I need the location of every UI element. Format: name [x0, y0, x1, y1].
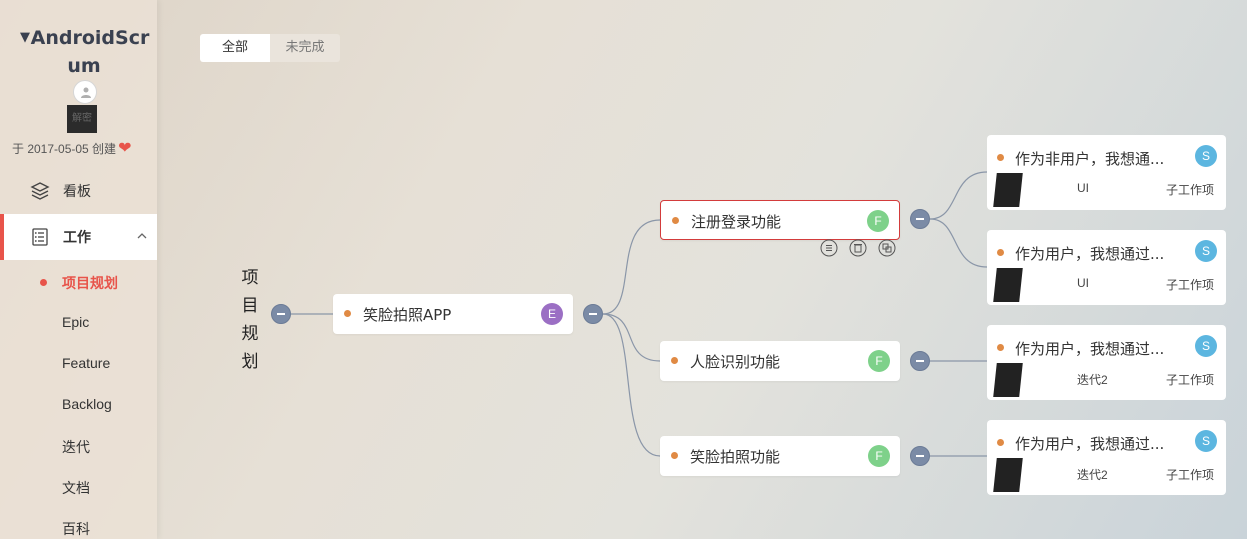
- node-dot: [997, 439, 1004, 446]
- chevron-up-icon[interactable]: [136, 230, 148, 242]
- collapse-level1-button[interactable]: [583, 304, 603, 324]
- layers-icon: [30, 182, 50, 200]
- leaf-story-4[interactable]: 作为用户，我想通过... S 迭代2 子工作项: [987, 420, 1226, 495]
- active-dot: [40, 279, 47, 286]
- feature-badge: F: [868, 350, 890, 372]
- node-dot: [671, 357, 678, 364]
- sub-item-project-planning[interactable]: 项目规划: [0, 261, 157, 302]
- sub-item-epic[interactable]: Epic: [62, 314, 90, 330]
- user-icon: [81, 87, 91, 98]
- avatar[interactable]: [73, 80, 97, 104]
- caret-down-icon[interactable]: ▼: [20, 30, 30, 45]
- sub-item-feature[interactable]: Feature: [62, 355, 111, 371]
- leaf-story-1[interactable]: 作为非用户，我想通... S UI 子工作项: [987, 135, 1226, 210]
- collapse-register-login-button[interactable]: [910, 209, 930, 229]
- node-level1[interactable]: 笑脸拍照APP E: [333, 294, 573, 334]
- sub-item-backlog[interactable]: Backlog: [62, 396, 112, 412]
- filter-tabs: 全部 未完成: [200, 34, 340, 62]
- node-dot: [997, 154, 1004, 161]
- redacted-assignee: [993, 268, 1023, 302]
- list-icon[interactable]: [820, 239, 838, 257]
- delete-icon[interactable]: [849, 239, 867, 257]
- epic-badge: E: [541, 303, 563, 325]
- node-dot: [344, 310, 351, 317]
- sub-item-iteration[interactable]: 迭代: [62, 439, 90, 455]
- tab-incomplete[interactable]: 未完成: [270, 34, 340, 62]
- redacted-assignee: [993, 363, 1023, 397]
- sub-item-wiki[interactable]: 百科: [62, 521, 90, 537]
- collapse-smile-photo-button[interactable]: [910, 446, 930, 466]
- story-badge: S: [1195, 240, 1217, 262]
- list-document-icon: [32, 228, 48, 246]
- sidebar: ▼ AndroidScrum 解密 于 2017-05-05 创建❤ 看板: [0, 0, 157, 539]
- story-badge: S: [1195, 430, 1217, 452]
- node-level2-smile-photo[interactable]: 笑脸拍照功能 F: [660, 436, 900, 476]
- tab-all[interactable]: 全部: [200, 34, 270, 62]
- mindmap-root-label: 项目规划: [241, 268, 259, 372]
- created-date: 于 2017-05-05 创建❤: [12, 140, 132, 157]
- feature-badge: F: [867, 210, 889, 232]
- redacted-assignee: [993, 173, 1023, 207]
- collapse-face-recognition-button[interactable]: [910, 351, 930, 371]
- node-dot: [672, 217, 679, 224]
- collapse-root-button[interactable]: [271, 304, 291, 324]
- node-dot: [671, 452, 678, 459]
- connector-l1-l2c: [602, 313, 661, 457]
- story-badge: S: [1195, 145, 1217, 167]
- feature-badge: F: [868, 445, 890, 467]
- leaf-story-3[interactable]: 作为用户，我想通过... S 迭代2 子工作项: [987, 325, 1226, 400]
- redacted-assignee: [993, 458, 1023, 492]
- leaf-story-2[interactable]: 作为用户，我想通过... S UI 子工作项: [987, 230, 1226, 305]
- add-child-icon[interactable]: [878, 239, 896, 257]
- node-dot: [997, 344, 1004, 351]
- connector-l1-l2a: [602, 219, 661, 315]
- nav-item-work[interactable]: 工作: [0, 214, 157, 260]
- heart-icon[interactable]: ❤: [118, 140, 132, 157]
- sub-item-documents[interactable]: 文档: [62, 480, 90, 496]
- node-level2-register-login[interactable]: 注册登录功能 F: [660, 200, 900, 240]
- node-dot: [997, 249, 1004, 256]
- node-action-toolbar: [820, 239, 896, 257]
- node-level2-face-recognition[interactable]: 人脸识别功能 F: [660, 341, 900, 381]
- project-title[interactable]: ▼ AndroidScrum: [14, 24, 154, 80]
- connector-l2a-leaf2: [929, 218, 988, 268]
- connector-l2a-leaf1: [929, 171, 988, 220]
- nav-item-kanban[interactable]: 看板: [0, 168, 157, 214]
- story-badge: S: [1195, 335, 1217, 357]
- connector-l1-l2b: [602, 313, 661, 362]
- redacted-username: 解密: [67, 105, 97, 133]
